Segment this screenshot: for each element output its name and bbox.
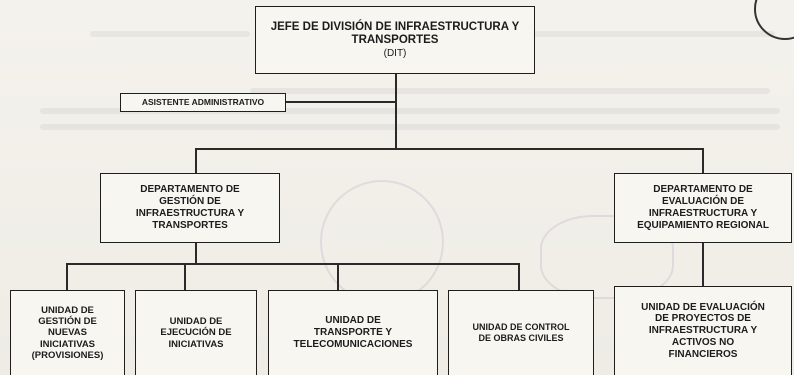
chief-box: JEFE DE DIVISIÓN DE INFRAESTRUCTURA Y TR… (255, 6, 535, 74)
connector-units-bar (66, 263, 519, 265)
unit-box-nuevas-iniciativas: UNIDAD DE GESTIÓN DE NUEVAS INICIATIVAS … (10, 290, 125, 375)
unit-line: INICIATIVAS (168, 338, 224, 350)
chief-title-line2: TRANSPORTES (351, 34, 439, 47)
background-text-line (40, 124, 780, 130)
department-box-gestion: DEPARTAMENTO DE GESTIÓN DE INFRAESTRUCTU… (100, 173, 280, 243)
department-line: INFRAESTRUCTURA Y (648, 208, 758, 219)
unit-line: UNIDAD DE (169, 316, 223, 328)
faint-seal (320, 180, 444, 304)
unit-box-transporte: UNIDAD DE TRANSPORTE Y TELECOMUNICACIONE… (268, 290, 438, 375)
faint-seal (540, 215, 674, 299)
assistant-box: ASISTENTE ADMINISTRATIVO (120, 93, 286, 112)
department-line: EQUIPAMIENTO REGIONAL (637, 219, 769, 231)
background-text-line (475, 31, 775, 37)
department-line: DEPARTAMENTO DE (653, 184, 753, 196)
unit-line: UNIDAD DE EVALUACIÓN (641, 301, 765, 313)
unit-line: INFRAESTRUCTURA Y (648, 325, 758, 337)
unit-line: GESTIÓN DE (38, 316, 97, 328)
unit-box-obras-civiles: UNIDAD DE CONTROL DE OBRAS CIVILES (448, 290, 594, 375)
unit-line: EJECUCIÓN DE (160, 327, 232, 339)
unit-line: UNIDAD DE (41, 304, 94, 316)
department-line: TRANSPORTES (152, 219, 228, 231)
connector-unit-5 (702, 243, 704, 286)
department-line: DEPARTAMENTO DE (140, 184, 240, 196)
department-line: GESTIÓN DE (159, 196, 221, 208)
unit-line: UNIDAD DE (325, 315, 381, 327)
connector-unit-2 (184, 263, 186, 290)
unit-line: UNIDAD DE CONTROL (472, 322, 570, 333)
department-line: EVALUACIÓN DE (661, 196, 745, 208)
unit-box-evaluacion-proyectos: UNIDAD DE EVALUACIÓN DE PROYECTOS DE INF… (614, 286, 792, 375)
department-line: INFRAESTRUCTURA Y (135, 208, 245, 219)
connector-assistant (286, 101, 395, 103)
chief-abbreviation: (DIT) (383, 47, 407, 59)
background-text-line (250, 88, 770, 94)
connector-dept-right (702, 148, 704, 173)
unit-line: (PROVISIONES) (31, 349, 104, 361)
assistant-label: ASISTENTE ADMINISTRATIVO (141, 97, 265, 108)
connector-unit-1 (66, 263, 68, 290)
connector-unit-3 (337, 263, 339, 290)
connector-dept-left-down (195, 243, 197, 263)
unit-line: TRANSPORTE Y (313, 327, 393, 339)
connector-top-trunk (395, 74, 397, 148)
connector-departments-bar (195, 148, 703, 150)
unit-line: INICIATIVAS (39, 338, 96, 350)
unit-line: FINANCIEROS (668, 348, 738, 360)
unit-line: TELECOMUNICACIONES (293, 338, 413, 350)
chief-title-line1: JEFE DE DIVISIÓN DE INFRAESTRUCTURA Y (270, 20, 520, 33)
department-box-evaluacion: DEPARTAMENTO DE EVALUACIÓN DE INFRAESTRU… (614, 173, 792, 243)
unit-line: NUEVAS (48, 327, 87, 339)
unit-line: DE OBRAS CIVILES (478, 333, 564, 343)
unit-box-ejecucion: UNIDAD DE EJECUCIÓN DE INICIATIVAS (135, 290, 257, 375)
connector-dept-left (195, 148, 197, 173)
unit-line: ACTIVOS NO (671, 336, 735, 348)
background-text-line (40, 108, 780, 114)
background-text-line (90, 31, 250, 37)
connector-unit-4 (518, 263, 520, 290)
unit-line: DE PROYECTOS DE (655, 313, 751, 325)
